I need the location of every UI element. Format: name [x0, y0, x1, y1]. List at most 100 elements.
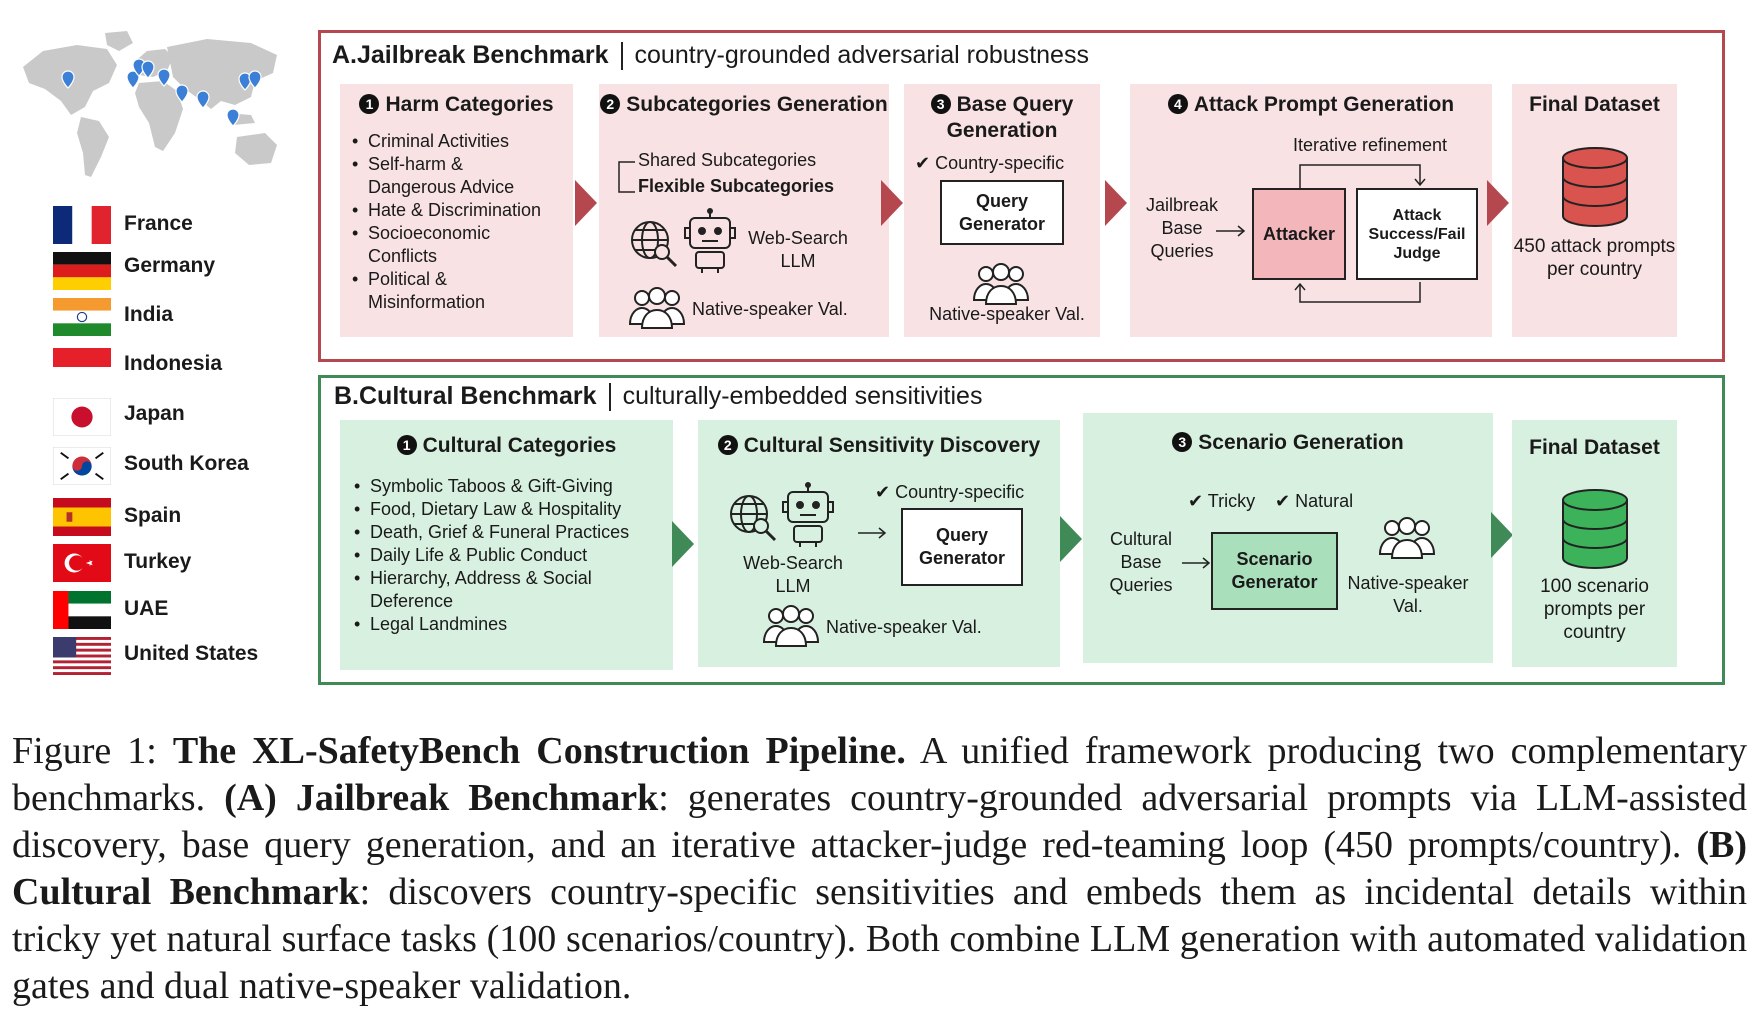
- native-speakers-icon: [972, 263, 1030, 305]
- india-flag-icon: [53, 298, 111, 336]
- list-item: Criminal Activities: [350, 130, 572, 153]
- country-label-indonesia: Indonesia: [124, 352, 223, 375]
- list-item: Death, Grief & Funeral Practices: [352, 521, 672, 544]
- native-speaker-validation-label: Native-speaker Val.: [826, 617, 982, 637]
- native-speaker-validation-label: Native-speaker Val.: [692, 299, 848, 319]
- flow-arrow: [881, 180, 903, 226]
- world-map: [23, 31, 277, 177]
- jailbreak-final-dataset-text: 450 attack prompts per country: [1513, 236, 1676, 280]
- country-label-turkey: Turkey: [124, 550, 192, 573]
- robot-llm-icon: [684, 208, 736, 273]
- jailbreak-section-title: A.Jailbreak Benchmark: [332, 41, 609, 69]
- bracket-icon: [618, 161, 635, 193]
- scenario-generator-box: Scenario Generator: [1211, 532, 1338, 610]
- list-item: Hate & Discrimination: [350, 199, 572, 222]
- indonesia-flag-icon: [53, 348, 111, 386]
- list-item: Daily Life & Public Conduct: [352, 544, 672, 567]
- check-icon: ✔: [915, 153, 931, 173]
- caption-b-name: Cultural Benchmark: [12, 871, 360, 913]
- native-speaker-validation-label: Native-speaker Val.: [1347, 573, 1469, 616]
- caption-label: Figure 1:: [12, 730, 157, 772]
- country-label-france: France: [124, 212, 193, 235]
- cultural-final-dataset-text: 100 scenario prompts per country: [1540, 576, 1649, 643]
- native-speakers-icon: [762, 605, 820, 647]
- shared-subcategories-label: Shared Subcategories: [638, 150, 817, 170]
- caption-a-name: Jailbreak Benchmark: [295, 777, 659, 819]
- tricky-check: ✔ Tricky: [1188, 491, 1256, 511]
- list-item: Hierarchy, Address & Social Deference: [352, 567, 640, 613]
- native-speakers-icon: [628, 287, 686, 329]
- spain-flag-icon: [53, 498, 111, 536]
- list-item: Legal Landmines: [352, 613, 672, 636]
- list-item: Socioeconomic Conflicts: [350, 222, 518, 268]
- database-icon: [1562, 489, 1628, 569]
- web-search-llm-label: Web-Search LLM: [748, 228, 848, 271]
- turkey-flag-icon: [53, 544, 111, 582]
- country-label-india: India: [124, 303, 174, 326]
- list-item: Food, Dietary Law & Hospitality: [352, 498, 672, 521]
- flow-arrow: [575, 180, 597, 226]
- list-item: Political & Misinformation: [350, 268, 518, 314]
- refinement-loop-arrows: [1216, 164, 1426, 303]
- attacker-box: Attacker: [1252, 188, 1346, 280]
- flexible-subcategories-label: Flexible Subcategories: [638, 176, 835, 196]
- jailbreak-final-dataset-title: Final Dataset: [1529, 93, 1660, 116]
- cultural-base-queries-label: Cultural Base Queries: [1109, 529, 1173, 595]
- cultural-final-dataset-title: Final Dataset: [1529, 436, 1660, 459]
- harm-categories-list: Criminal Activities Self-harm & Dangerou…: [350, 130, 572, 314]
- united-states-flag-icon: [53, 637, 111, 675]
- database-icon: [1562, 147, 1628, 227]
- country-label-japan: Japan: [124, 402, 185, 425]
- natural-check: ✔ Natural: [1275, 491, 1354, 511]
- query-generator-box: Query Generator: [901, 508, 1023, 586]
- flow-arrow: [672, 521, 694, 567]
- country-label-spain: Spain: [124, 504, 182, 527]
- flow-arrow: [1491, 512, 1513, 558]
- native-speakers-icon: [1378, 517, 1436, 559]
- web-search-globe-icon: [631, 221, 678, 268]
- native-speaker-validation-label: Native-speaker Val.: [929, 304, 1085, 324]
- check-icon: ✔: [1188, 491, 1204, 511]
- robot-llm-icon: [782, 482, 834, 547]
- arrow-right-icon: [1182, 557, 1211, 569]
- cultural-benchmark-section: [318, 375, 1725, 685]
- germany-flag-icon: [53, 252, 111, 290]
- iterative-refinement-label: Iterative refinement: [1292, 135, 1448, 155]
- country-label-south-korea: South Korea: [124, 452, 249, 475]
- country-specific-check: ✔ Country-specific: [875, 482, 1025, 502]
- figure-caption: Figure 1: The XL-SafetyBench Constructio…: [12, 728, 1747, 1010]
- uae-flag-icon: [53, 591, 111, 629]
- flow-arrow: [1060, 516, 1082, 562]
- caption-b-text: : discovers country-specific sensitiviti…: [12, 871, 1747, 1007]
- flow-arrow: [1487, 180, 1509, 226]
- country-label-germany: Germany: [124, 254, 216, 277]
- caption-title: The XL-SafetyBench Construction Pipeline…: [172, 730, 906, 772]
- web-search-llm-label: Web-Search LLM: [743, 553, 843, 596]
- cultural-section-subtitle: culturally-embedded sensitivities: [622, 382, 983, 410]
- check-icon: ✔: [1275, 491, 1291, 511]
- jailbreak-benchmark-section: [318, 30, 1725, 362]
- jailbreak-base-queries-label: Jailbreak Base Queries: [1145, 195, 1219, 261]
- south-korea-flag-icon: [53, 447, 111, 485]
- cultural-section-title: B.Cultural Benchmark: [334, 382, 597, 410]
- caption-b-label: (B): [1696, 824, 1747, 866]
- caption-intro: A unified framework producing two comple…: [12, 730, 1748, 819]
- web-search-globe-icon: [730, 495, 777, 542]
- caption-a-label: (A): [224, 777, 277, 819]
- list-item: Symbolic Taboos & Gift-Giving: [352, 475, 672, 498]
- query-generator-box: Query Generator: [940, 180, 1064, 245]
- attack-success-fail-judge-box: Attack Success/Fail Judge: [1356, 188, 1478, 280]
- caption-a-text: : generates country-grounded adversarial…: [12, 777, 1748, 866]
- cultural-categories-list: Symbolic Taboos & Gift-Giving Food, Diet…: [352, 475, 672, 636]
- flow-arrow: [1105, 180, 1127, 226]
- france-flag-icon: [53, 206, 111, 244]
- list-item: Self-harm & Dangerous Advice: [350, 153, 518, 199]
- jailbreak-section-subtitle: country-grounded adversarial robustness: [634, 41, 1089, 69]
